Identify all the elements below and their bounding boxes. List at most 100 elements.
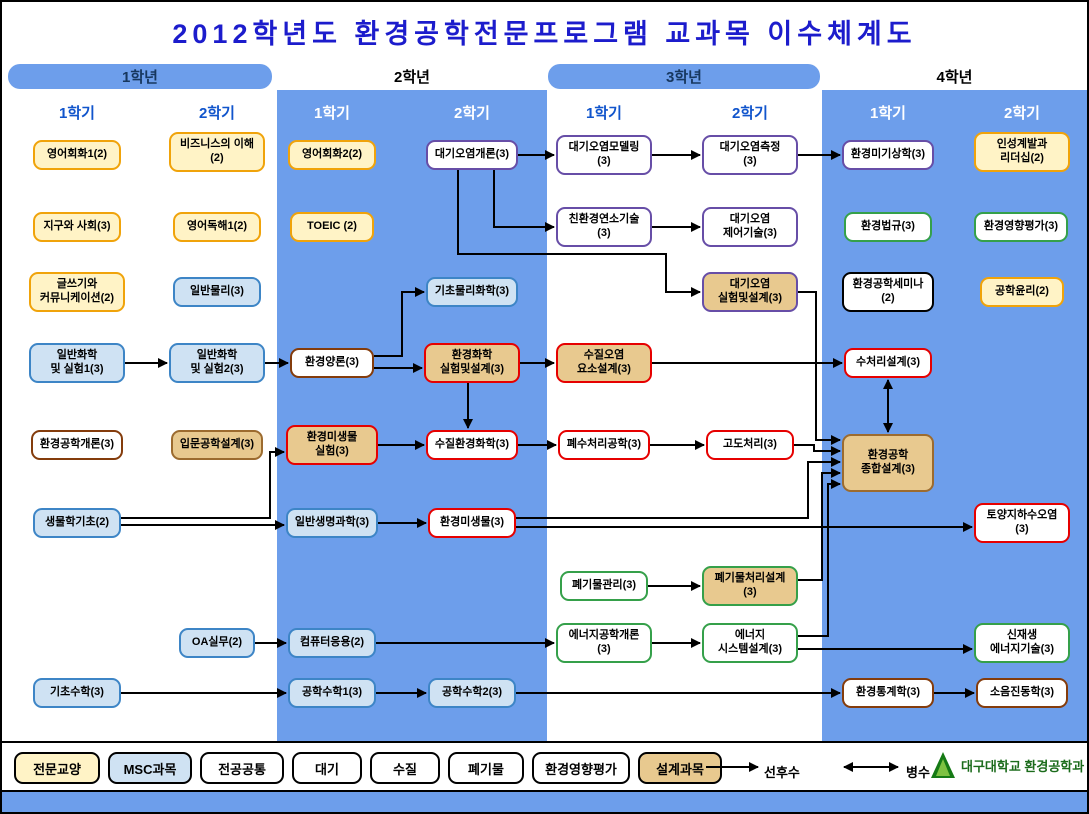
course-label-line: 일반생명과학(3) — [294, 516, 370, 529]
course-label-line: 영어독해1(2) — [186, 220, 248, 233]
course-label-line: 기초물리화학(3) — [434, 285, 510, 298]
course-label-line: 폐기물관리(3) — [571, 579, 637, 592]
course-label-line: TOEIC (2) — [307, 220, 357, 233]
course-english-reading-1: 영어독해1(2) — [173, 212, 261, 242]
course-water-environmental-chemistry: 수질환경화학(3) — [426, 430, 518, 460]
semester-label-3: 1학기 — [314, 105, 350, 122]
course-waste-treatment-design: 폐기물처리설계(3) — [702, 566, 798, 606]
course-label-line: 시스템설계(3) — [717, 643, 783, 655]
course-label-line: 대기오염모델링 — [568, 141, 640, 154]
course-label-line: 에너지기술(3) — [989, 643, 1055, 655]
course-basic-physical-chemistry: 기초물리화학(3) — [426, 277, 518, 307]
course-label-line: 대기오염측정 — [719, 141, 781, 154]
edge-environmental-microbiology-to-environmental-engineering-capstone-design — [516, 457, 841, 519]
course-eco-friendly-combustion: 친환경연소기술(3) — [556, 207, 652, 247]
course-label-line: 지구와 사회(3) — [43, 220, 111, 233]
legend-item-design: 설계과목 — [638, 752, 722, 784]
course-air-pollution-modeling: 대기오염모델링(3) — [556, 135, 652, 175]
edge-basic-biology-to-environmental-microbiology-lab — [121, 447, 285, 519]
year-header-4: 4학년 — [936, 69, 973, 86]
course-label-line: 친환경연소기술 — [568, 213, 640, 226]
course-environmental-engineering-seminar: 환경공학세미나(2) — [842, 272, 934, 312]
course-general-physics: 일반물리(3) — [173, 277, 261, 307]
course-environmental-impact-assessment: 환경영향평가(3) — [974, 212, 1068, 242]
course-label-line: 실험및설계(3) — [717, 292, 783, 304]
course-label-line: 환경양론(3) — [305, 356, 359, 369]
course-label-line: 환경영향평가(3) — [983, 220, 1059, 233]
course-label-line: 영어회화1(2) — [46, 148, 108, 161]
course-wastewater-treatment-engineering: 폐수처리공학(3) — [558, 430, 650, 460]
course-label-line: (3) — [743, 155, 757, 167]
course-label-line: 수질환경화학(3) — [434, 438, 510, 451]
course-label-line: 생물학기초(2) — [44, 516, 110, 529]
course-label-line: 일반화학 — [196, 349, 238, 362]
course-engineering-math-1: 공학수학1(3) — [288, 678, 376, 708]
course-english-conversation-1: 영어회화1(2) — [33, 140, 121, 170]
university-logo: 대구대학교 환경공학과 — [930, 751, 1084, 779]
year-header-1: 1학년 — [8, 64, 272, 89]
course-environmental-microbiology: 환경미생물(3) — [428, 508, 516, 538]
legend-item-msc: MSC과목 — [108, 752, 192, 784]
legend-item-eia: 환경영향평가 — [532, 752, 630, 784]
course-label-line: 환경미생물 — [306, 431, 358, 444]
course-label-line: 대기오염 — [729, 213, 771, 226]
course-label-line: 환경화학 — [451, 349, 493, 362]
page-title: 2012학년도 환경공학전문프로그램 교과목 이수체계도 — [172, 19, 917, 49]
legend-item-water: 수질 — [370, 752, 440, 784]
course-environmental-statistics: 환경통계학(3) — [842, 678, 934, 708]
course-environmental-stoichiometry: 환경양론(3) — [290, 348, 374, 378]
legend-item-liberal: 전문교양 — [14, 752, 100, 784]
semester-label-2: 2학기 — [199, 105, 235, 122]
course-label-line: 토양지하수오염 — [986, 509, 1058, 522]
course-water-treatment-design: 수처리설계(3) — [844, 348, 932, 378]
course-english-conversation-2: 영어회화2(2) — [288, 140, 376, 170]
course-earth-and-society: 지구와 사회(3) — [33, 212, 121, 242]
course-air-pollution-measurement: 대기오염측정(3) — [702, 135, 798, 175]
course-engineering-ethics: 공학윤리(2) — [980, 277, 1064, 307]
course-label-line: 폐수처리공학(3) — [566, 438, 642, 451]
course-understanding-business: 비즈니스의 이해(2) — [169, 132, 265, 172]
course-basic-biology: 생물학기초(2) — [33, 508, 121, 538]
semester-label-6: 2학기 — [732, 105, 768, 122]
legend-item-waste: 폐기물 — [448, 752, 524, 784]
course-label-line: 환경공학 — [867, 449, 909, 462]
logo-text: 대구대학교 환경공학과 — [961, 758, 1085, 774]
course-label-line: 환경법규(3) — [861, 220, 915, 233]
course-label-line: 환경미생물(3) — [439, 516, 505, 529]
course-label-line: 컴퓨터응용(2) — [299, 636, 365, 649]
legend-prerequisite-label: 선후수 — [764, 765, 800, 780]
course-general-life-science: 일반생명과학(3) — [286, 508, 378, 538]
course-label-line: 소음진동학(3) — [989, 686, 1055, 699]
semester-label-1: 1학기 — [59, 105, 95, 122]
course-label-line: (3) — [1015, 523, 1029, 535]
course-environmental-law: 환경법규(3) — [844, 212, 932, 242]
course-label-line: OA실무(2) — [191, 636, 243, 649]
course-toeic: TOEIC (2) — [290, 212, 374, 242]
course-oa-practice: OA실무(2) — [179, 628, 255, 658]
course-intro-engineering-design: 입문공학설계(3) — [171, 430, 263, 460]
course-label-line: 종합설계(3) — [861, 463, 915, 475]
year-header-2: 2학년 — [394, 69, 430, 86]
course-label-line: 실험(3) — [315, 445, 349, 457]
course-label-line: 기초수학(3) — [50, 686, 104, 699]
course-label-line: (3) — [743, 586, 757, 598]
course-label-line: 실험및설계(3) — [439, 363, 505, 375]
course-label-line: (2) — [210, 152, 224, 164]
semester-label-5: 1학기 — [586, 105, 622, 122]
course-label-line: 요소설계(3) — [577, 363, 631, 375]
legend-corequisite-label: 병수 — [906, 765, 930, 780]
course-advanced-treatment: 고도처리(3) — [706, 430, 794, 460]
course-label-line: 고도처리(3) — [723, 438, 777, 451]
course-basic-math: 기초수학(3) — [33, 678, 121, 708]
course-label-line: 신재생 — [1006, 629, 1038, 642]
course-label-line: 및 실험2(3) — [190, 363, 244, 375]
course-label-line: 폐기물처리설계 — [714, 572, 786, 585]
university-logo-icon — [931, 752, 955, 778]
course-label-line: 환경미기상학(3) — [850, 148, 926, 161]
